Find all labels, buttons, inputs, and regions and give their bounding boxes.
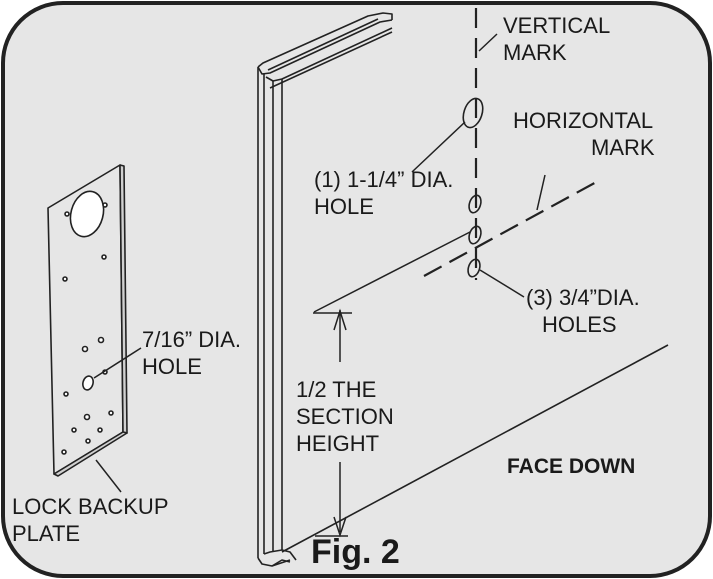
plate-hole	[82, 375, 94, 391]
plate-hole-label: 7/16” DIA. HOLE	[142, 327, 242, 379]
vertical-mark-label: VERTICAL MARK	[503, 13, 611, 65]
small-hole-3	[467, 258, 481, 278]
horizontal-mark-leader	[536, 174, 546, 211]
door-section	[257, 12, 669, 567]
lock-backup-plate	[47, 164, 128, 477]
large-hole-leader	[411, 121, 466, 173]
backup-plate-label: LOCK BACKUP PLATE	[12, 494, 169, 546]
plate-hole-leader	[93, 347, 142, 379]
small-hole-2	[468, 225, 482, 245]
small-hole-1	[468, 194, 482, 214]
section-height-dimension	[313, 308, 352, 538]
backup-plate-leader	[95, 459, 122, 493]
figure-caption: Fig. 2	[311, 533, 400, 571]
small-holes-leader	[479, 269, 525, 298]
face-down-label: FACE DOWN	[507, 455, 636, 478]
large-hole-label: (1) 1-1/4” DIA. HOLE	[314, 167, 454, 219]
plate-large-hole	[69, 190, 105, 238]
large-hole	[462, 97, 484, 129]
horizontal-mark-line	[423, 179, 601, 277]
horizontal-mark-label: HORIZONTAL MARK	[513, 108, 655, 160]
vertical-mark-leader	[478, 33, 498, 52]
half-height-line	[313, 231, 471, 313]
small-holes-label: (3) 3/4”DIA. HOLES	[526, 285, 640, 337]
section-height-label: 1/2 THE SECTION HEIGHT	[296, 377, 394, 456]
